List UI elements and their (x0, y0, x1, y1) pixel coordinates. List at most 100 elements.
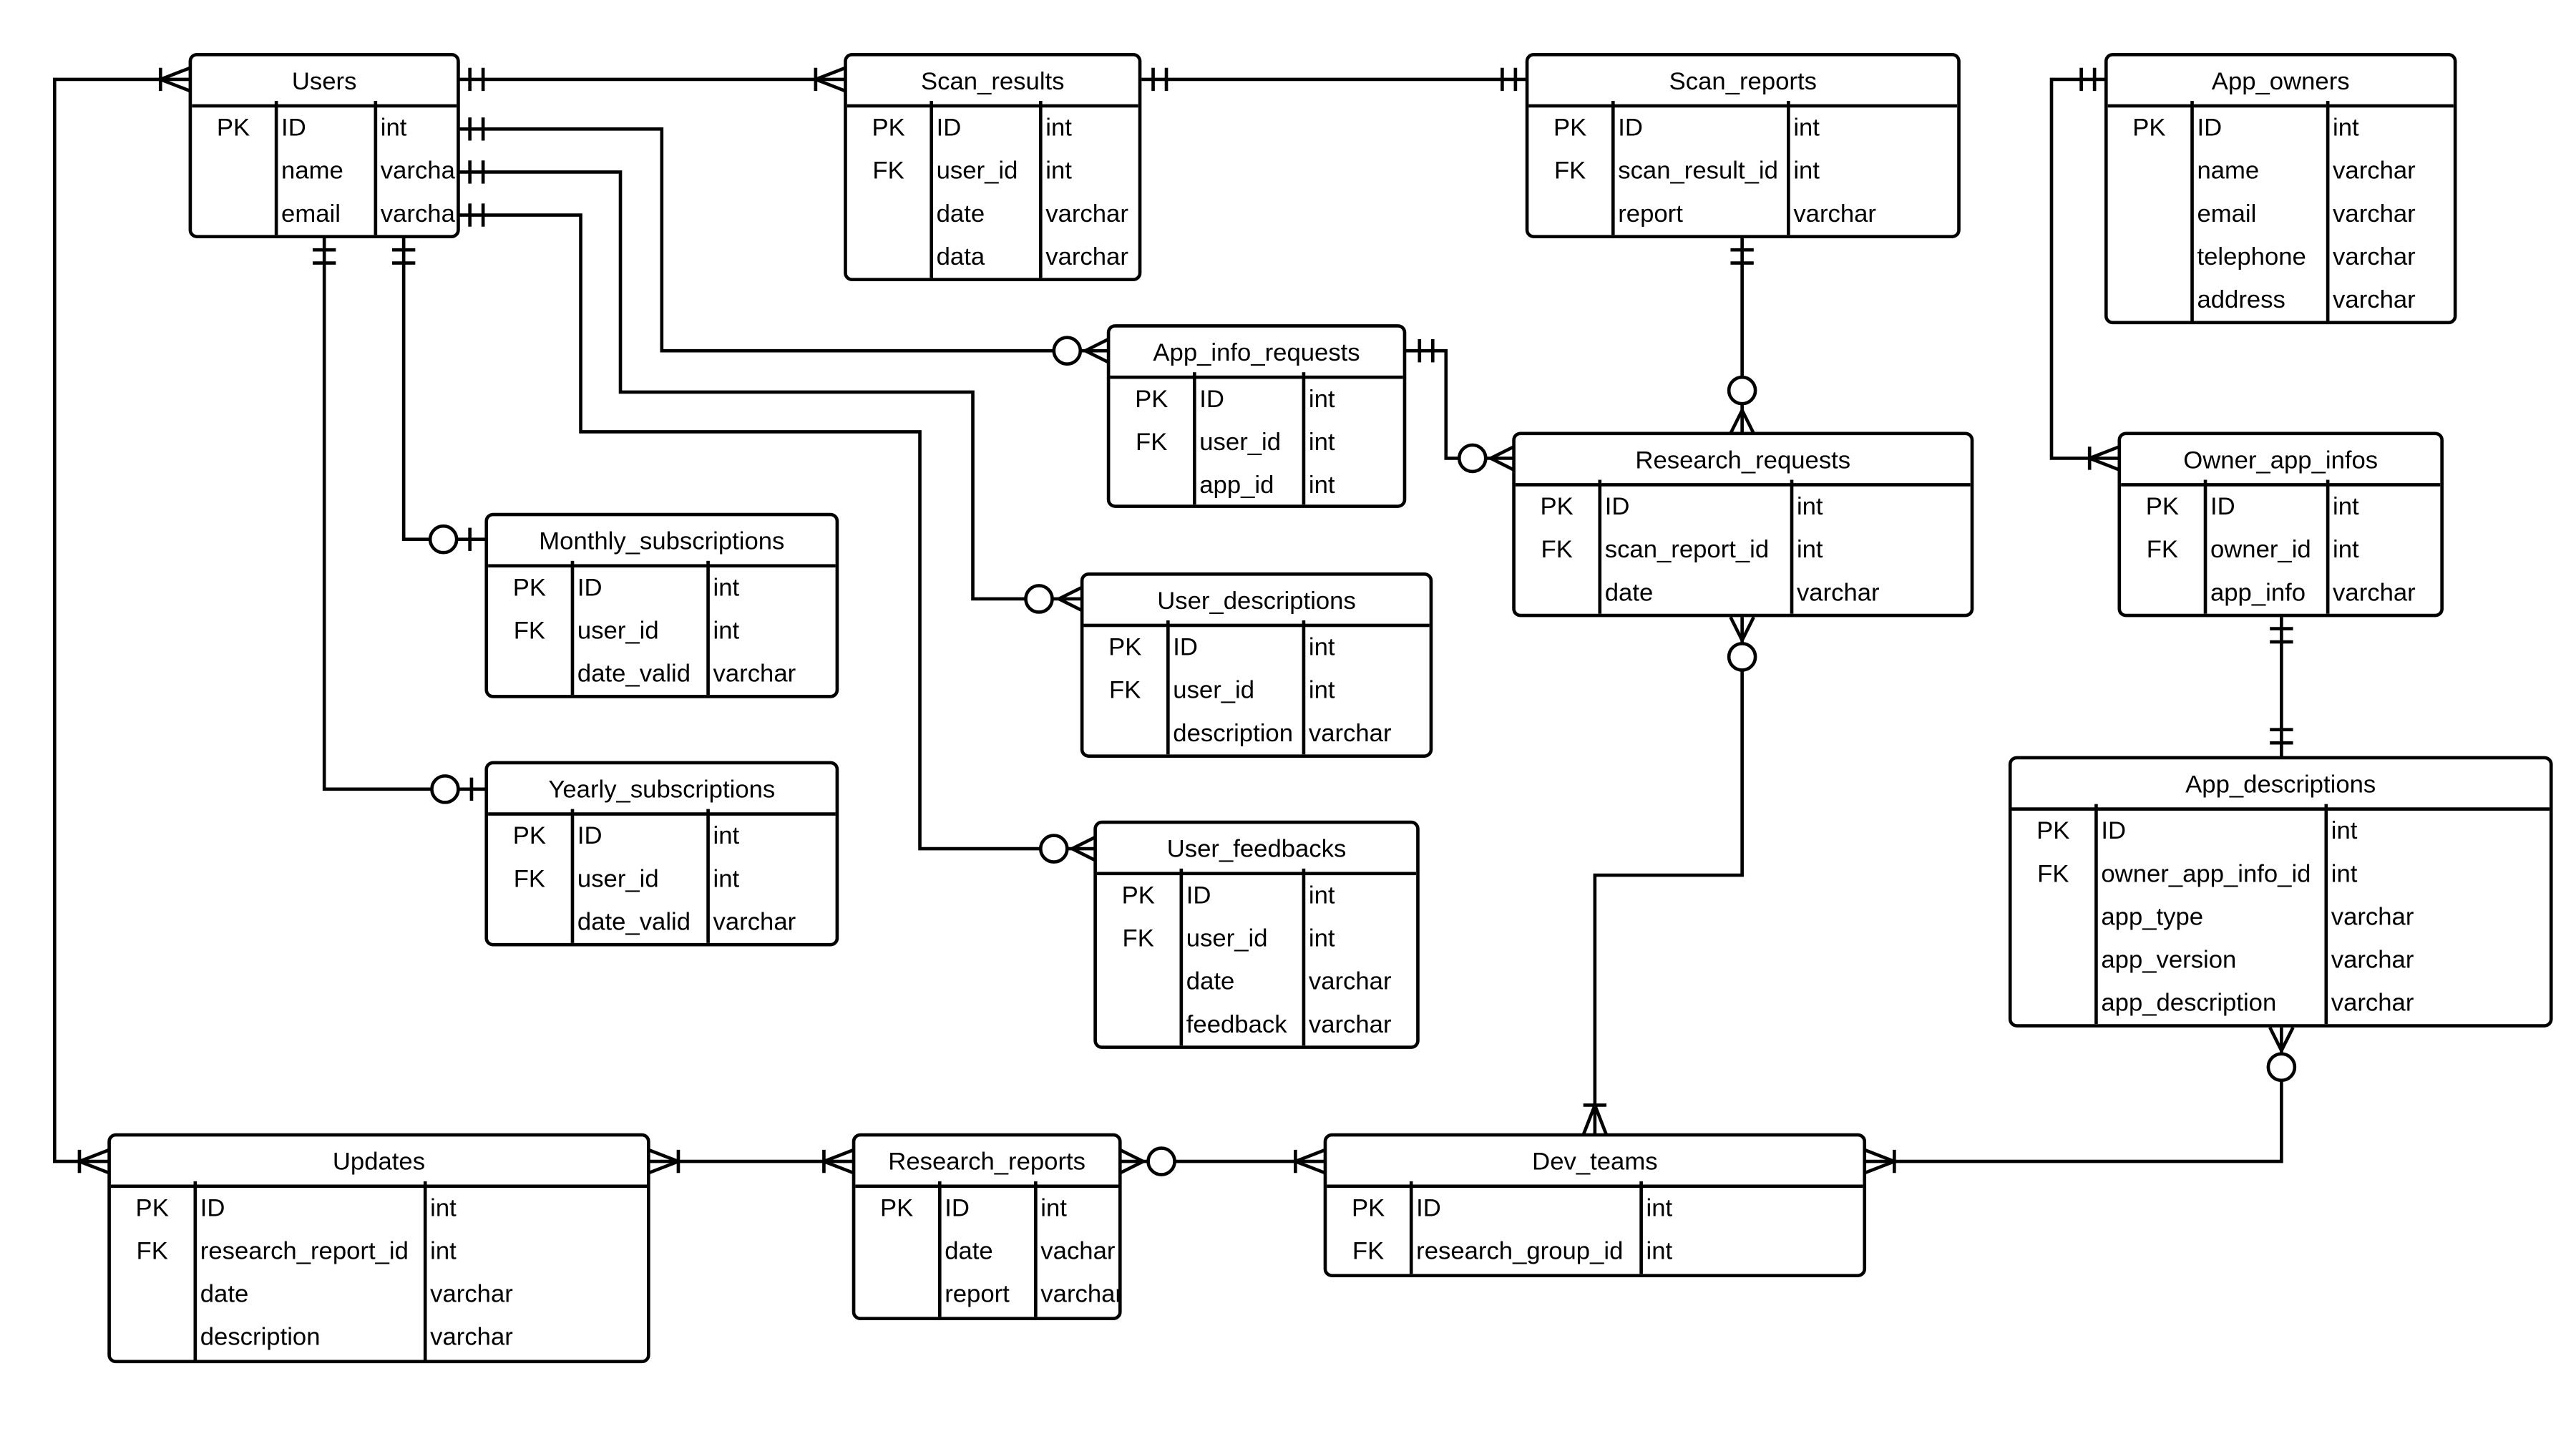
field-name: report (945, 1280, 1010, 1309)
field-type: varchar (1793, 200, 1876, 229)
rel-users-yearly-subscriptions (312, 238, 487, 804)
field-name: name (281, 157, 343, 185)
field-name: email (281, 200, 341, 229)
key-cell: FK (872, 157, 904, 185)
field-type: int (430, 1194, 457, 1223)
field-name: ID (1173, 633, 1198, 662)
field-name: user_id (1199, 428, 1282, 457)
field-type: int (1646, 1237, 1673, 1266)
field-type: varchar (1308, 1010, 1392, 1039)
field-name: data (936, 243, 985, 272)
field-type: varchar (2331, 903, 2414, 932)
field-name: telephone (2197, 243, 2306, 272)
field-name: ID (1199, 385, 1224, 414)
field-name: ID (1186, 882, 1211, 910)
field-type: varchar (2333, 243, 2416, 272)
key-cell: PK (1540, 493, 1574, 522)
key-cell: PK (880, 1194, 914, 1223)
key-cell: PK (2036, 817, 2070, 846)
field-name: app_version (2101, 946, 2237, 975)
field-type: int (713, 574, 740, 602)
key-cell: PK (216, 114, 250, 142)
entity-title: Owner_app_infos (2121, 435, 2441, 487)
key-cell (111, 1274, 194, 1317)
field-type: varchar (380, 200, 460, 229)
entity-title: App_descriptions (2011, 759, 2550, 811)
field-type: int (1045, 157, 1072, 185)
key-cell (2108, 150, 2191, 193)
field-name: ID (2210, 493, 2235, 522)
field-type: int (1308, 676, 1335, 705)
entity-title: Scan_reports (1528, 57, 1958, 108)
field-type: int (2333, 114, 2359, 142)
entity-title: Monthly_subscriptions (488, 516, 836, 568)
field-name: app_type (2101, 903, 2204, 932)
key-cell (192, 194, 275, 235)
field-name: name (2197, 157, 2260, 185)
key-cell: PK (1121, 882, 1155, 910)
field-name: scan_report_id (1604, 536, 1770, 565)
field-type: int (1308, 633, 1335, 662)
key-cell: PK (2132, 114, 2166, 142)
key-cell (1110, 465, 1193, 504)
key-cell: PK (1351, 1194, 1385, 1223)
key-cell: PK (1108, 633, 1142, 662)
key-cell (855, 1231, 938, 1274)
rel-users-user-feedbacks (458, 203, 1096, 864)
field-name: app_id (1199, 471, 1274, 500)
field-type: int (1308, 428, 1335, 457)
key-cell: FK (1136, 428, 1168, 457)
field-name: description (1173, 719, 1294, 748)
key-cell (847, 237, 930, 278)
field-type: varchar (430, 1323, 513, 1352)
key-cell (1083, 713, 1166, 755)
key-cell: PK (1553, 114, 1587, 142)
field-name: user_id (577, 617, 659, 645)
entity-title: User_descriptions (1083, 576, 1430, 628)
field-type: varchar (2331, 989, 2414, 1018)
field-name: date_valid (577, 908, 691, 937)
field-name: ID (1618, 114, 1643, 142)
entity-title: App_info_requests (1110, 328, 1403, 379)
field-name: ID (577, 574, 602, 602)
entity-title: Research_reports (855, 1136, 1118, 1189)
field-name: ID (281, 114, 306, 142)
field-name: date_valid (577, 660, 691, 688)
field-type: int (1646, 1194, 1673, 1223)
key-cell (1516, 572, 1599, 614)
field-type: int (2331, 817, 2358, 846)
key-cell (111, 1317, 194, 1360)
field-type: int (713, 822, 740, 851)
field-type: int (1308, 471, 1335, 500)
key-cell: FK (136, 1237, 168, 1266)
field-name: ID (1416, 1194, 1441, 1223)
field-name: user_id (1186, 924, 1268, 953)
field-type: varchar (1308, 719, 1392, 748)
key-cell (2108, 237, 2191, 280)
rel-users-user-descriptions (458, 160, 1083, 614)
key-cell (847, 194, 930, 237)
field-name: owner_id (2210, 536, 2311, 565)
field-name: report (1618, 200, 1683, 229)
field-name: ID (1604, 493, 1630, 522)
rel-owner-app-infos-app-descriptions (2270, 617, 2293, 758)
key-cell: FK (2146, 536, 2179, 565)
field-type: int (1796, 493, 1823, 522)
entity-title: Users (192, 57, 457, 108)
